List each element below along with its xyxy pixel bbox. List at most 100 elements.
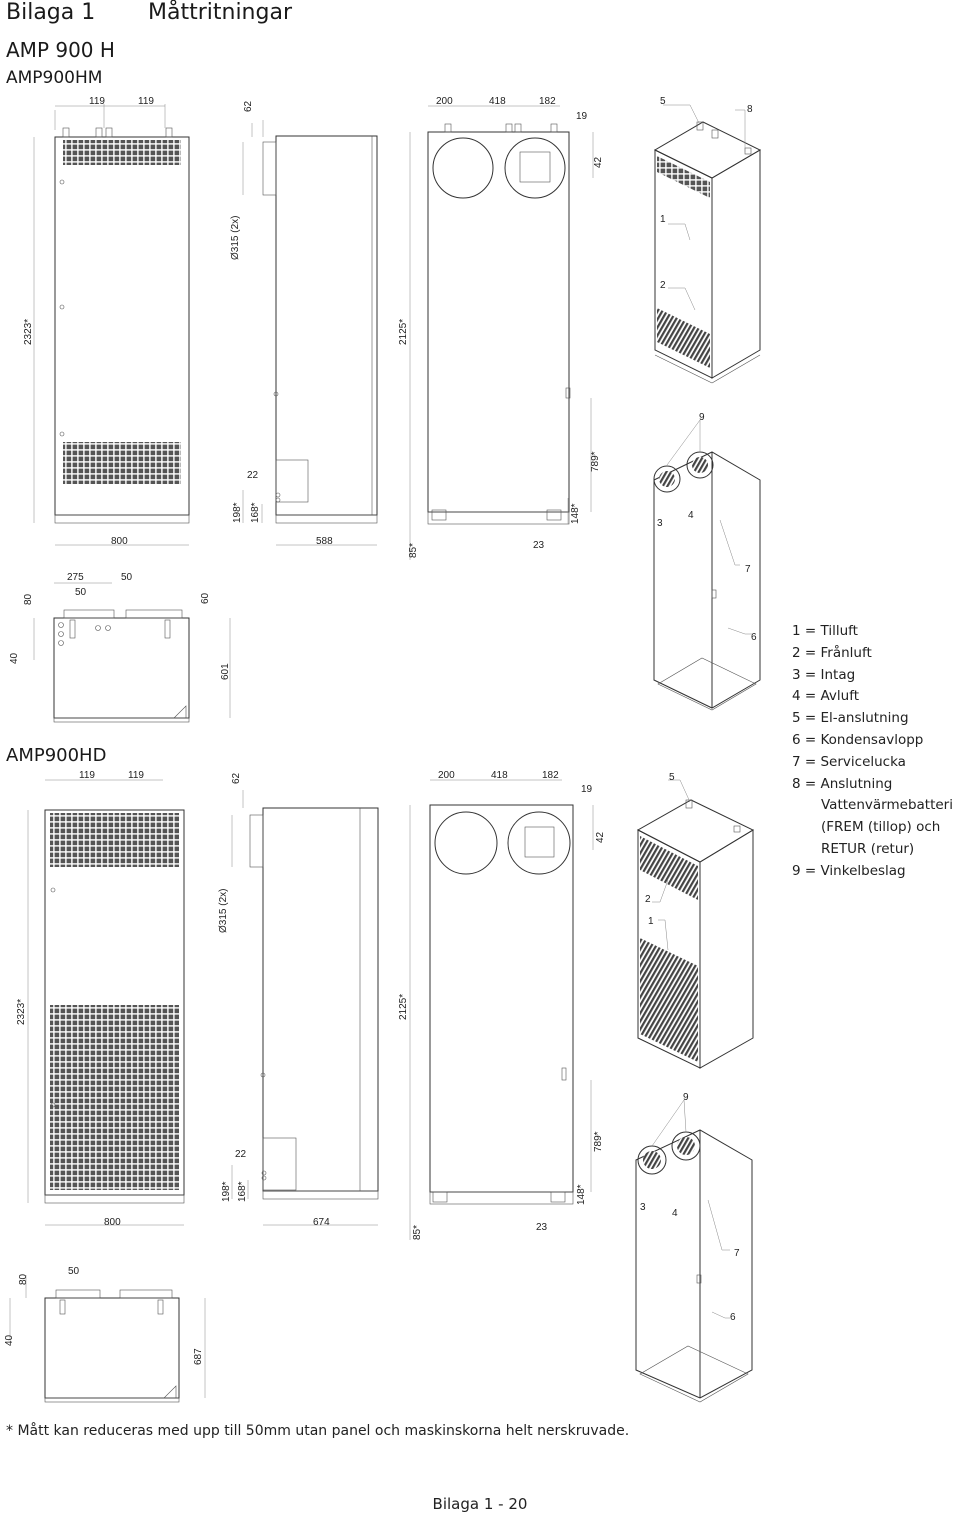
hm-back-dim-789: 789*	[590, 451, 601, 472]
hm-top-dim-275: 275	[67, 572, 84, 583]
hd-back-dim-19: 19	[581, 784, 593, 795]
hm-back-dim-23: 23	[533, 540, 545, 551]
hm-callout-5: 5	[660, 96, 666, 107]
hd-back-dim-height: 2125*	[398, 994, 409, 1020]
hm-top-dim-40: 40	[9, 652, 20, 664]
hd-side-dim-62: 62	[231, 772, 242, 784]
hd-callout-2: 2	[645, 894, 651, 905]
hd-back-dim-85: 85*	[412, 1225, 423, 1240]
legend-item: 8 = Anslutning	[792, 775, 893, 792]
hm-top-view	[33, 582, 231, 723]
legend-item: 6 = Kondensavlopp	[792, 731, 924, 748]
legend-item: 7 = Servicelucka	[792, 753, 906, 770]
hd-top-dim-40: 40	[4, 1334, 15, 1346]
legend: 1 = Tilluft 2 = Frånluft 3 = Intag 4 = A…	[792, 621, 953, 883]
hm-back-dim-85: 85*	[408, 543, 419, 558]
hd-callout-9: 9	[683, 1092, 689, 1103]
hm-front-dim-width: 800	[111, 536, 128, 547]
hd-front-dim-119b: 119	[128, 770, 144, 781]
hm-side-dim-22: 22	[247, 470, 259, 481]
hm-back-dim-height: 2125*	[398, 319, 409, 345]
legend-item: 3 = Intag	[792, 666, 856, 683]
hd-iso-front	[636, 779, 755, 1069]
hd-back-dim-148: 148*	[576, 1184, 587, 1205]
hm-side-dim-168: 168*	[250, 502, 261, 523]
hd-back-dim-418: 418	[491, 770, 508, 781]
hd-front-dim-height: 2323*	[16, 999, 27, 1025]
hm-side-dim-width: 588	[316, 536, 333, 547]
hm-front-view	[33, 104, 190, 546]
hd-top-dim-50: 50	[68, 1266, 80, 1277]
hm-top-dim-50a: 50	[121, 572, 133, 583]
hd-callout-3: 3	[640, 1202, 646, 1213]
legend-item: 5 = El-anslutning	[792, 710, 909, 727]
hd-side-dim-width: 674	[313, 1217, 330, 1228]
legend-item-continuation: Vattenvärmebatteri	[821, 797, 953, 814]
hm-top-dim-50b: 50	[75, 587, 87, 598]
hd-top-view	[9, 1275, 206, 1403]
hd-back-dim-42: 42	[595, 831, 606, 843]
hd-front-view	[27, 779, 185, 1226]
legend-item: 2 = Frånluft	[792, 644, 872, 661]
model-hd-heading: AMP900HD	[6, 745, 107, 766]
hm-top-dim-601: 601	[220, 663, 231, 680]
hm-callout-4: 4	[688, 510, 694, 521]
hm-callout-3: 3	[657, 518, 663, 529]
hm-top-dim-60: 60	[200, 592, 211, 604]
hm-callout-7: 7	[745, 564, 751, 575]
hm-side-view	[242, 120, 378, 546]
hd-top-dim-80: 80	[18, 1273, 29, 1285]
legend-item: 4 = Avluft	[792, 688, 860, 705]
hm-side-duct: Ø315 (2x)	[230, 216, 241, 260]
hm-side-dim-62: 62	[243, 100, 254, 112]
hm-back-dim-19: 19	[576, 111, 588, 122]
hd-side-dim-198: 198*	[221, 1181, 232, 1202]
page-subtitle: Måttritningar	[148, 0, 292, 25]
legend-item: 1 = Tilluft	[792, 623, 858, 639]
hm-back-dim-418: 418	[489, 96, 506, 107]
footnote: * Mått kan reduceras med upp till 50mm u…	[6, 1423, 630, 1439]
page-number: Bilaga 1 - 20	[432, 1495, 528, 1513]
hd-callout-1: 1	[648, 916, 654, 927]
hd-back-view	[409, 779, 594, 1240]
legend-item: 9 = Vinkelbeslag	[792, 862, 906, 879]
model-hm-heading: AMP900HM	[6, 68, 103, 88]
model-heading: AMP 900 H	[6, 38, 115, 62]
hm-back-dim-182: 182	[539, 96, 556, 107]
hm-top-dim-80: 80	[23, 593, 34, 605]
hd-side-dim-168: 168*	[237, 1181, 248, 1202]
hd-back-dim-200: 200	[438, 770, 455, 781]
hm-front-dim-height: 2323*	[23, 319, 34, 345]
hm-callout-2: 2	[660, 280, 666, 291]
hd-back-dim-182: 182	[542, 770, 559, 781]
hd-front-dim-119a: 119	[79, 770, 95, 781]
hm-callout-1: 1	[660, 214, 666, 225]
hd-back-dim-23: 23	[536, 1222, 548, 1233]
hm-callout-6: 6	[751, 632, 757, 643]
hd-front-dim-width: 800	[104, 1217, 121, 1228]
hd-side-dim-22: 22	[235, 1149, 247, 1160]
hm-iso-front	[653, 104, 762, 384]
page-title: Bilaga 1	[6, 0, 96, 25]
hm-back-dim-42: 42	[593, 156, 604, 168]
hm-callout-8: 8	[747, 104, 753, 115]
hm-callout-9: 9	[699, 412, 705, 423]
hd-callout-5: 5	[669, 772, 675, 783]
hm-front-dim-119a: 119	[89, 96, 105, 107]
hm-back-dim-200: 200	[436, 96, 453, 107]
legend-item-continuation: (FREM (tillop) och	[821, 819, 941, 836]
hd-side-view	[231, 790, 379, 1226]
hm-back-dim-148: 148*	[570, 503, 581, 524]
hd-callout-6: 6	[730, 1312, 736, 1323]
hd-callout-4: 4	[672, 1208, 678, 1219]
hd-back-dim-789: 789*	[593, 1131, 604, 1152]
legend-item-continuation: RETUR (retur)	[821, 840, 915, 857]
hm-back-view	[409, 105, 594, 560]
hm-iso-back	[653, 419, 761, 711]
hd-iso-back	[635, 1099, 753, 1403]
hm-front-dim-119b: 119	[138, 96, 154, 107]
hd-top-dim-687: 687	[193, 1348, 204, 1365]
hd-side-duct: Ø315 (2x)	[218, 889, 229, 933]
hd-callout-7: 7	[734, 1248, 740, 1259]
